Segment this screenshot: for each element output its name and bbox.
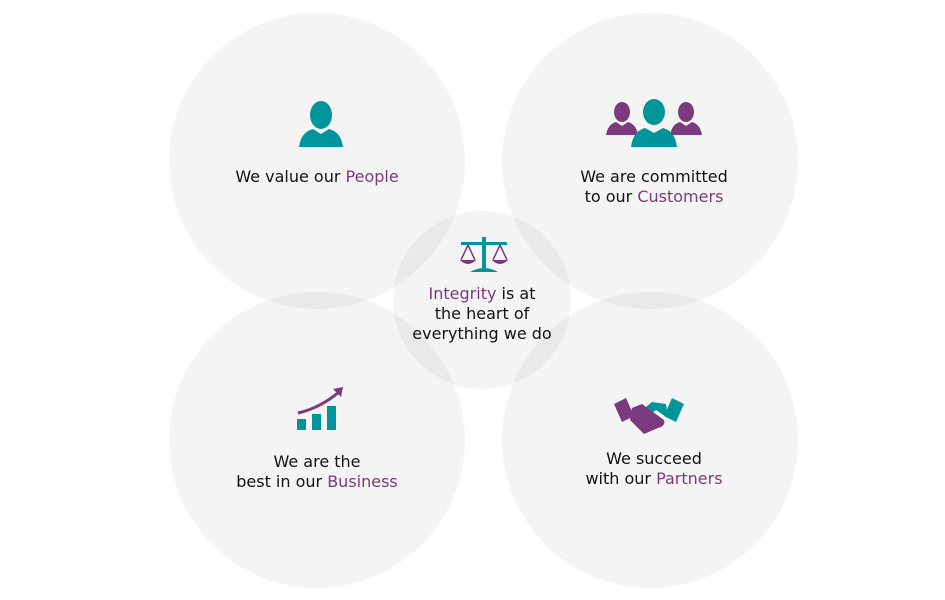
person-icon bbox=[299, 101, 343, 147]
people-text: We value our People bbox=[235, 167, 399, 186]
handshake-icon bbox=[614, 398, 684, 434]
people-circle bbox=[169, 13, 465, 309]
growth-chart-icon bbox=[297, 387, 343, 430]
group-icon bbox=[606, 99, 702, 147]
customers-circle bbox=[502, 13, 798, 309]
scales-icon bbox=[460, 237, 508, 272]
partners-circle bbox=[502, 292, 798, 588]
business-circle bbox=[169, 292, 465, 588]
